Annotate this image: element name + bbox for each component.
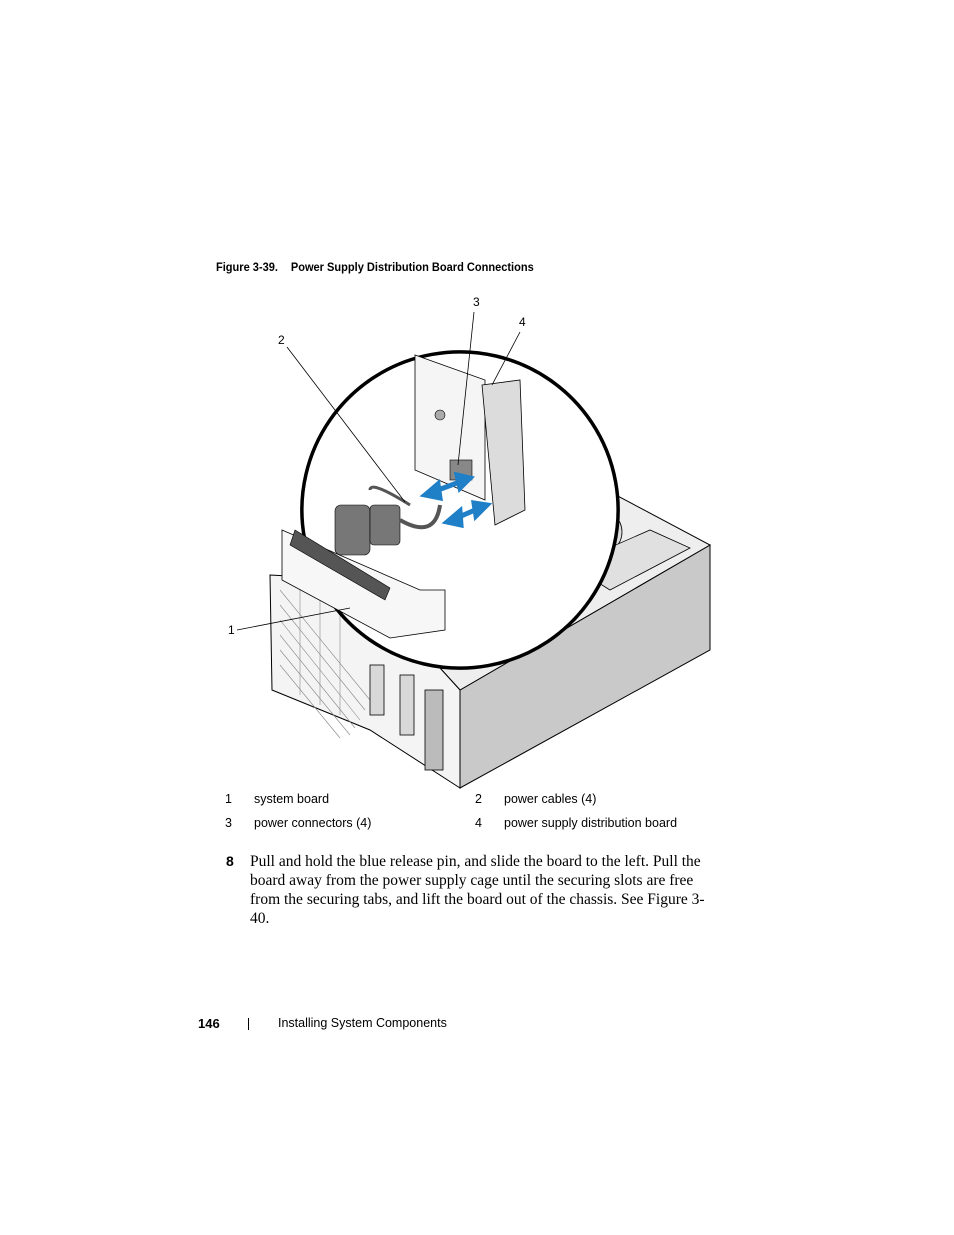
callout-3: 3 [473, 295, 480, 309]
drive-bay-2 [399, 674, 415, 736]
footer-separator [248, 1018, 249, 1030]
figure-number: Figure 3-39. [216, 260, 278, 274]
legend-label: power supply distribution board [504, 816, 678, 830]
leader-4 [491, 331, 521, 386]
callout-2: 2 [278, 333, 285, 347]
legend-row: 1 system board 2 power cables (4) [225, 792, 705, 816]
control-panel [424, 689, 444, 771]
leader-3 [457, 311, 475, 466]
figure-legend: 1 system board 2 power cables (4) 3 powe… [225, 792, 705, 840]
callout-4: 4 [519, 315, 526, 329]
leader-2 [286, 346, 406, 503]
legend-row: 3 power connectors (4) 4 power supply di… [225, 816, 705, 840]
legend-num: 1 [225, 792, 232, 806]
legend-label: power connectors (4) [254, 816, 372, 830]
legend-label: power cables (4) [504, 792, 597, 806]
drive-bay-1 [369, 664, 385, 716]
board-slot [289, 529, 391, 601]
legend-num: 2 [475, 792, 482, 806]
step-number: 8 [226, 853, 234, 869]
figure-caption: Figure 3-39. Power Supply Distribution Bo… [216, 260, 534, 274]
legend-label: system board [254, 792, 330, 806]
cable-bundle [334, 485, 442, 556]
connection-arrows [419, 471, 493, 529]
figure-illustration: 1 2 3 4 [228, 295, 712, 789]
distribution-board-connectors [481, 379, 526, 526]
procedure-step: 8 Pull and hold the blue release pin, an… [226, 852, 716, 928]
leader-1 [236, 607, 351, 631]
figure-title: Power Supply Distribution Board Connecti… [290, 260, 534, 274]
step-text: Pull and hold the blue release pin, and … [250, 853, 705, 927]
front-grille [279, 580, 371, 739]
legend-num: 3 [225, 816, 232, 830]
callout-1: 1 [228, 623, 235, 637]
legend-num: 4 [475, 816, 482, 830]
release-pin [434, 409, 446, 421]
page-number: 146 [198, 1016, 220, 1031]
section-title: Installing System Components [278, 1016, 447, 1030]
